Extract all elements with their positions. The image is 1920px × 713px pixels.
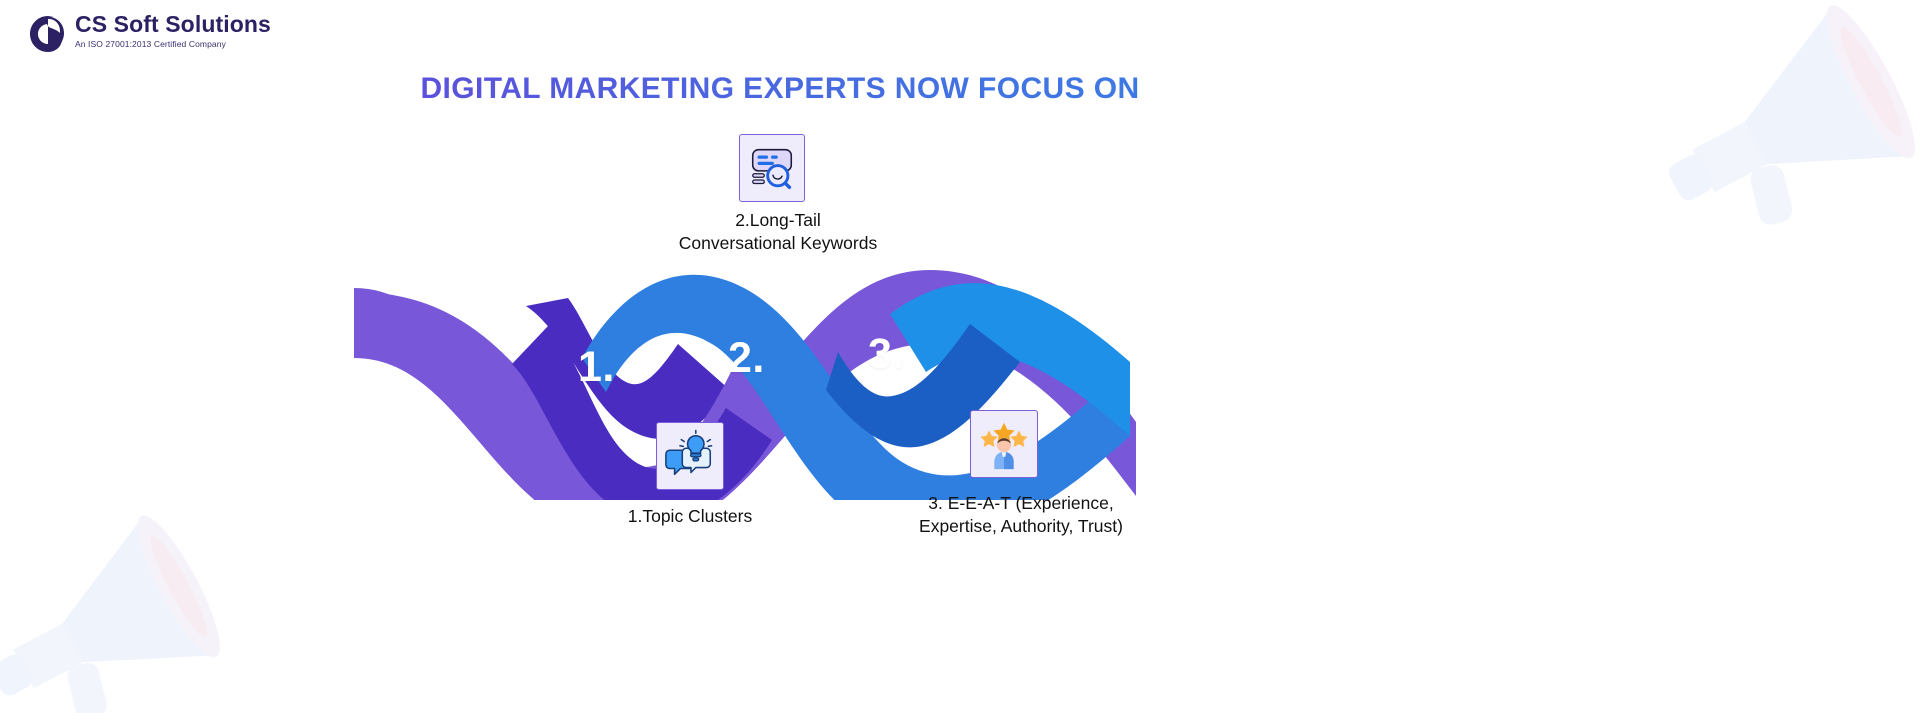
megaphone-watermark-bottom-left — [0, 515, 221, 713]
step-number-3: 3. — [868, 330, 905, 378]
step-number-2: 2. — [728, 334, 765, 382]
speech-bubbles-lightbulb-icon — [665, 429, 713, 476]
step-3-icon-tile[interactable] — [970, 410, 1038, 478]
step-1-caption: 1.Topic Clusters — [627, 506, 753, 526]
document-search-icon — [751, 148, 793, 190]
brand-logo[interactable]: CS Soft Solutions An ISO 27001:2013 Cert… — [28, 12, 271, 54]
step-2-icon-tile[interactable] — [739, 134, 805, 202]
megaphone-watermark-top-right — [1669, 5, 1916, 225]
step-3-caption: 3. E-E-A-T (Experience, Expertise, Autho… — [919, 493, 1123, 537]
person-three-stars-icon — [980, 422, 1028, 470]
cs-monogram-icon — [30, 16, 64, 52]
step-1-icon-tile[interactable] — [656, 422, 724, 490]
step-2-caption: 2.Long-Tail Conversational Keywords — [678, 210, 878, 254]
brand-name: CS Soft Solutions — [75, 11, 271, 37]
page-title: DIGITAL MARKETING EXPERTS NOW FOCUS ON — [0, 72, 1560, 106]
brand-tagline: An ISO 27001:2013 Certified Company — [75, 39, 226, 50]
step-number-1: 1. — [578, 343, 615, 391]
